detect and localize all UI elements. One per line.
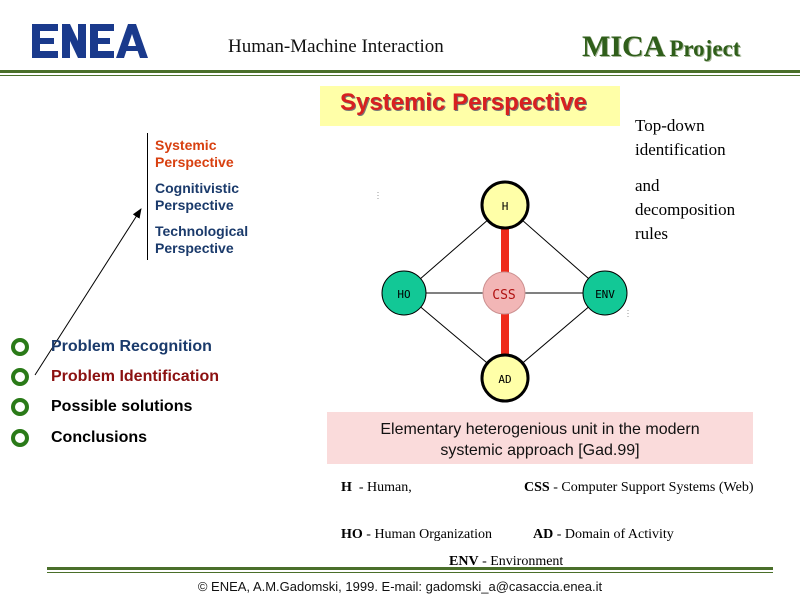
footer-copyright: © ENEA, A.M.Gadomski, 1999. E-mail: gado…: [197, 579, 603, 594]
info-box: [327, 412, 753, 464]
bullet-problem-recognition[interactable]: Problem Recognition: [51, 338, 212, 355]
side-note-topdown: Top-down identification: [635, 114, 726, 162]
brand-main: MICA: [582, 30, 666, 63]
header-divider: [0, 70, 800, 73]
perspective-line: Technological: [155, 223, 249, 239]
legend-key: AD: [533, 527, 554, 542]
perspective-technological[interactable]: Technological Perspective: [155, 223, 248, 257]
node-env: ENV: [582, 270, 628, 316]
node-h-label: H: [502, 200, 509, 213]
legend-val: - Computer Support Systems (Web): [553, 480, 754, 495]
node-ad-label: AD: [498, 373, 511, 386]
perspective-bracket: [147, 133, 148, 260]
legend-val: - Environment: [482, 554, 564, 566]
legend-css: CSS - Computer Support Systems (Web): [524, 480, 754, 496]
perspective-line: Perspective: [155, 240, 234, 256]
side-note-line: decomposition: [635, 200, 736, 219]
info-line: Elementary heterogenious unit in the mod…: [380, 421, 700, 438]
legend-val: - Human Organization: [366, 527, 492, 542]
node-ho-label: HO: [397, 288, 410, 301]
brand-sub: Project: [669, 36, 741, 61]
side-note-line: rules: [635, 224, 669, 243]
perspective-cognitivistic[interactable]: Cognitivistic Perspective: [155, 180, 239, 214]
legend-env: ENV - Environment: [449, 554, 563, 566]
systemic-diagram: H HO ENV CSS AD: [377, 180, 629, 403]
title-highlight: [320, 86, 620, 126]
node-css: CSS: [482, 271, 526, 315]
node-css-label: CSS: [492, 288, 515, 303]
legend-key: CSS: [524, 480, 550, 495]
footer-divider-thin: [47, 572, 773, 573]
legend-key: HO: [341, 527, 363, 542]
footer-divider: [47, 567, 773, 570]
perspective-line: Systemic: [155, 137, 217, 153]
bullet-icon: [11, 368, 29, 386]
legend-val: - Domain of Activity: [556, 527, 674, 542]
perspective-systemic[interactable]: Systemic Perspective: [155, 137, 234, 171]
slide-title: Systemic Perspective: [340, 89, 587, 116]
perspective-line: Perspective: [155, 154, 234, 170]
side-note-decomposition: and decomposition rules: [635, 174, 735, 246]
project-brand: MICA Project: [582, 30, 740, 64]
legend-key: H: [341, 480, 352, 495]
perspective-line: Cognitivistic: [155, 180, 240, 196]
bullet-icon: [11, 338, 29, 356]
header-title: Human-Machine Interaction: [228, 36, 444, 57]
legend-ad: AD - Domain of Activity: [533, 527, 674, 543]
side-note-line: and: [635, 176, 660, 195]
legend-ho: HO - Human Organization: [341, 527, 492, 543]
node-h: H: [480, 180, 530, 230]
info-line: systemic approach [Gad.99]: [440, 442, 640, 459]
side-note-line: identification: [635, 140, 726, 159]
legend-key: ENV: [449, 554, 479, 566]
side-note-line: Top-down: [635, 116, 705, 135]
bullet-conclusions[interactable]: Conclusions: [51, 429, 148, 446]
info-box-text: Elementary heterogenious unit in the mod…: [327, 419, 753, 461]
legend-h: H - Human,: [341, 480, 412, 496]
bullet-possible-solutions[interactable]: Possible solutions: [51, 398, 193, 415]
bullet-icon: [11, 398, 29, 416]
node-ad: AD: [480, 353, 530, 403]
legend-val: - Human,: [358, 480, 412, 495]
bullet-icon: [11, 429, 29, 447]
header-divider-thin: [0, 75, 800, 76]
bullet-problem-identification[interactable]: Problem Identification: [51, 368, 220, 385]
enea-logo: [28, 20, 152, 64]
perspective-line: Perspective: [155, 197, 234, 213]
node-env-label: ENV: [595, 288, 615, 301]
node-ho: HO: [381, 270, 427, 316]
